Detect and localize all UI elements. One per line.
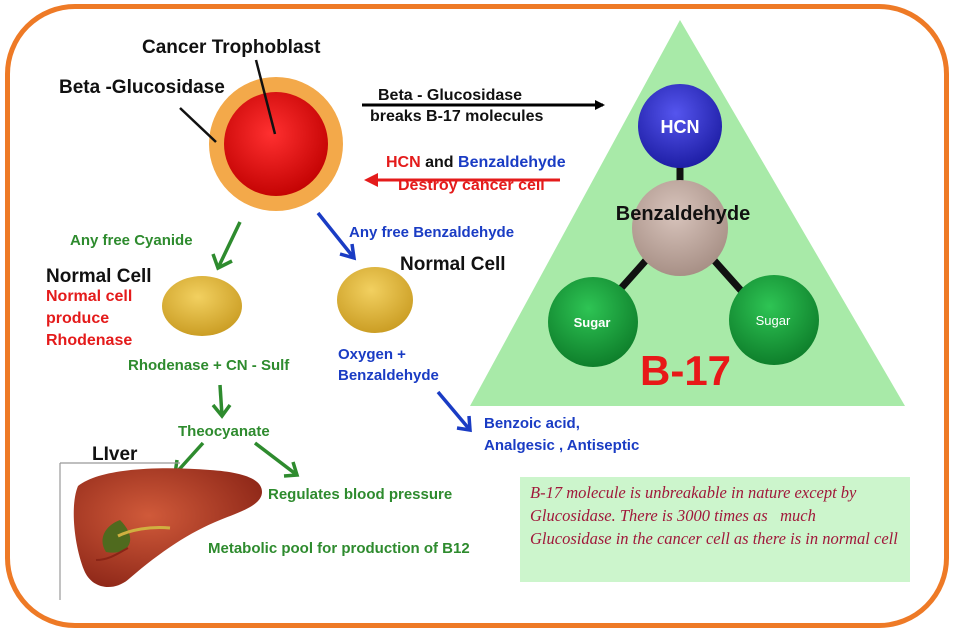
hcn-node (638, 84, 722, 168)
oxygen-label-line2: Benzaldehyde (338, 367, 439, 384)
beta-glucosidase-label: Beta -Glucosidase (59, 77, 225, 98)
benzoic-label-line1: Benzoic acid, (484, 415, 580, 432)
arrow-green-cyanide (211, 221, 242, 271)
arrow-right-label-line2: breaks B-17 molecules (370, 108, 544, 125)
normal-cell-note-line2: produce (46, 310, 110, 327)
regulates-bp-label: Regulates blood pressure (268, 486, 453, 503)
arrow-blue-to-benzoic (436, 390, 472, 433)
sugar-node-right (729, 275, 819, 365)
arrow-back-to-cell (364, 173, 560, 187)
arrow-green-to-blood-pressure (253, 441, 300, 478)
bond-benzaldehyde-sugar-right (709, 255, 748, 298)
rhodenase-reaction-label: Rhodenase + CN - Sulf (128, 357, 290, 374)
any-free-benzaldehyde-label: Any free Benzaldehyde (349, 224, 515, 241)
info-note-box: B-17 molecule is unbreakable in nature e… (520, 477, 910, 582)
hcn-benzaldehyde-label: HCN and Benzaldehyde (386, 154, 566, 172)
normal-cell-left (162, 276, 242, 336)
metabolic-pool-label: Metabolic pool for production of B12 (208, 540, 470, 557)
info-note-text: B-17 molecule is unbreakable in nature e… (530, 483, 898, 548)
normal-cell-note-line3: Rhodenase (46, 332, 133, 349)
sugar-node-left (548, 277, 638, 367)
oxygen-label-line1: Oxygen + (338, 346, 406, 363)
theocyanate-label: Theocyanate (178, 423, 270, 440)
benzaldehyde-node (632, 180, 728, 276)
cancer-cell-core (224, 92, 328, 196)
arrow-blue-benzaldehyde (316, 211, 357, 261)
arrow-right-label-line1: Beta - Glucosidase (378, 87, 523, 104)
any-free-cyanide-label: Any free Cyanide (70, 232, 193, 249)
normal-cell-right-label: Normal Cell (400, 254, 506, 275)
normal-cell-note-line1: Normal cell (46, 288, 133, 305)
benzaldehyde-label: Benzaldehyde (616, 203, 750, 225)
b17-title: B-17 (640, 347, 732, 394)
arrow-green-to-theocyanate (211, 384, 232, 419)
liver-label: LIver (92, 444, 138, 465)
cancer-trophoblast-label: Cancer Trophoblast (142, 37, 321, 58)
normal-cell-left-label: Normal Cell (46, 266, 152, 287)
liver-illustration (59, 462, 262, 600)
benzoic-label-line2: Analgesic , Antiseptic (484, 437, 640, 454)
sugar-right-label: Sugar (756, 313, 791, 328)
pointer-cancer-trophoblast (254, 59, 277, 135)
benzaldehyde-word: Benzaldehyde (458, 154, 566, 171)
sugar-left-label: Sugar (574, 315, 611, 330)
normal-cell-right (337, 267, 413, 333)
hcn-label: HCN (661, 117, 700, 137)
hcn-word: HCN (386, 154, 421, 171)
and-word: and (420, 154, 459, 171)
pointer-beta-glucosidase (179, 107, 217, 143)
destroy-cancer-label: Destroy cancer cell (398, 177, 545, 194)
